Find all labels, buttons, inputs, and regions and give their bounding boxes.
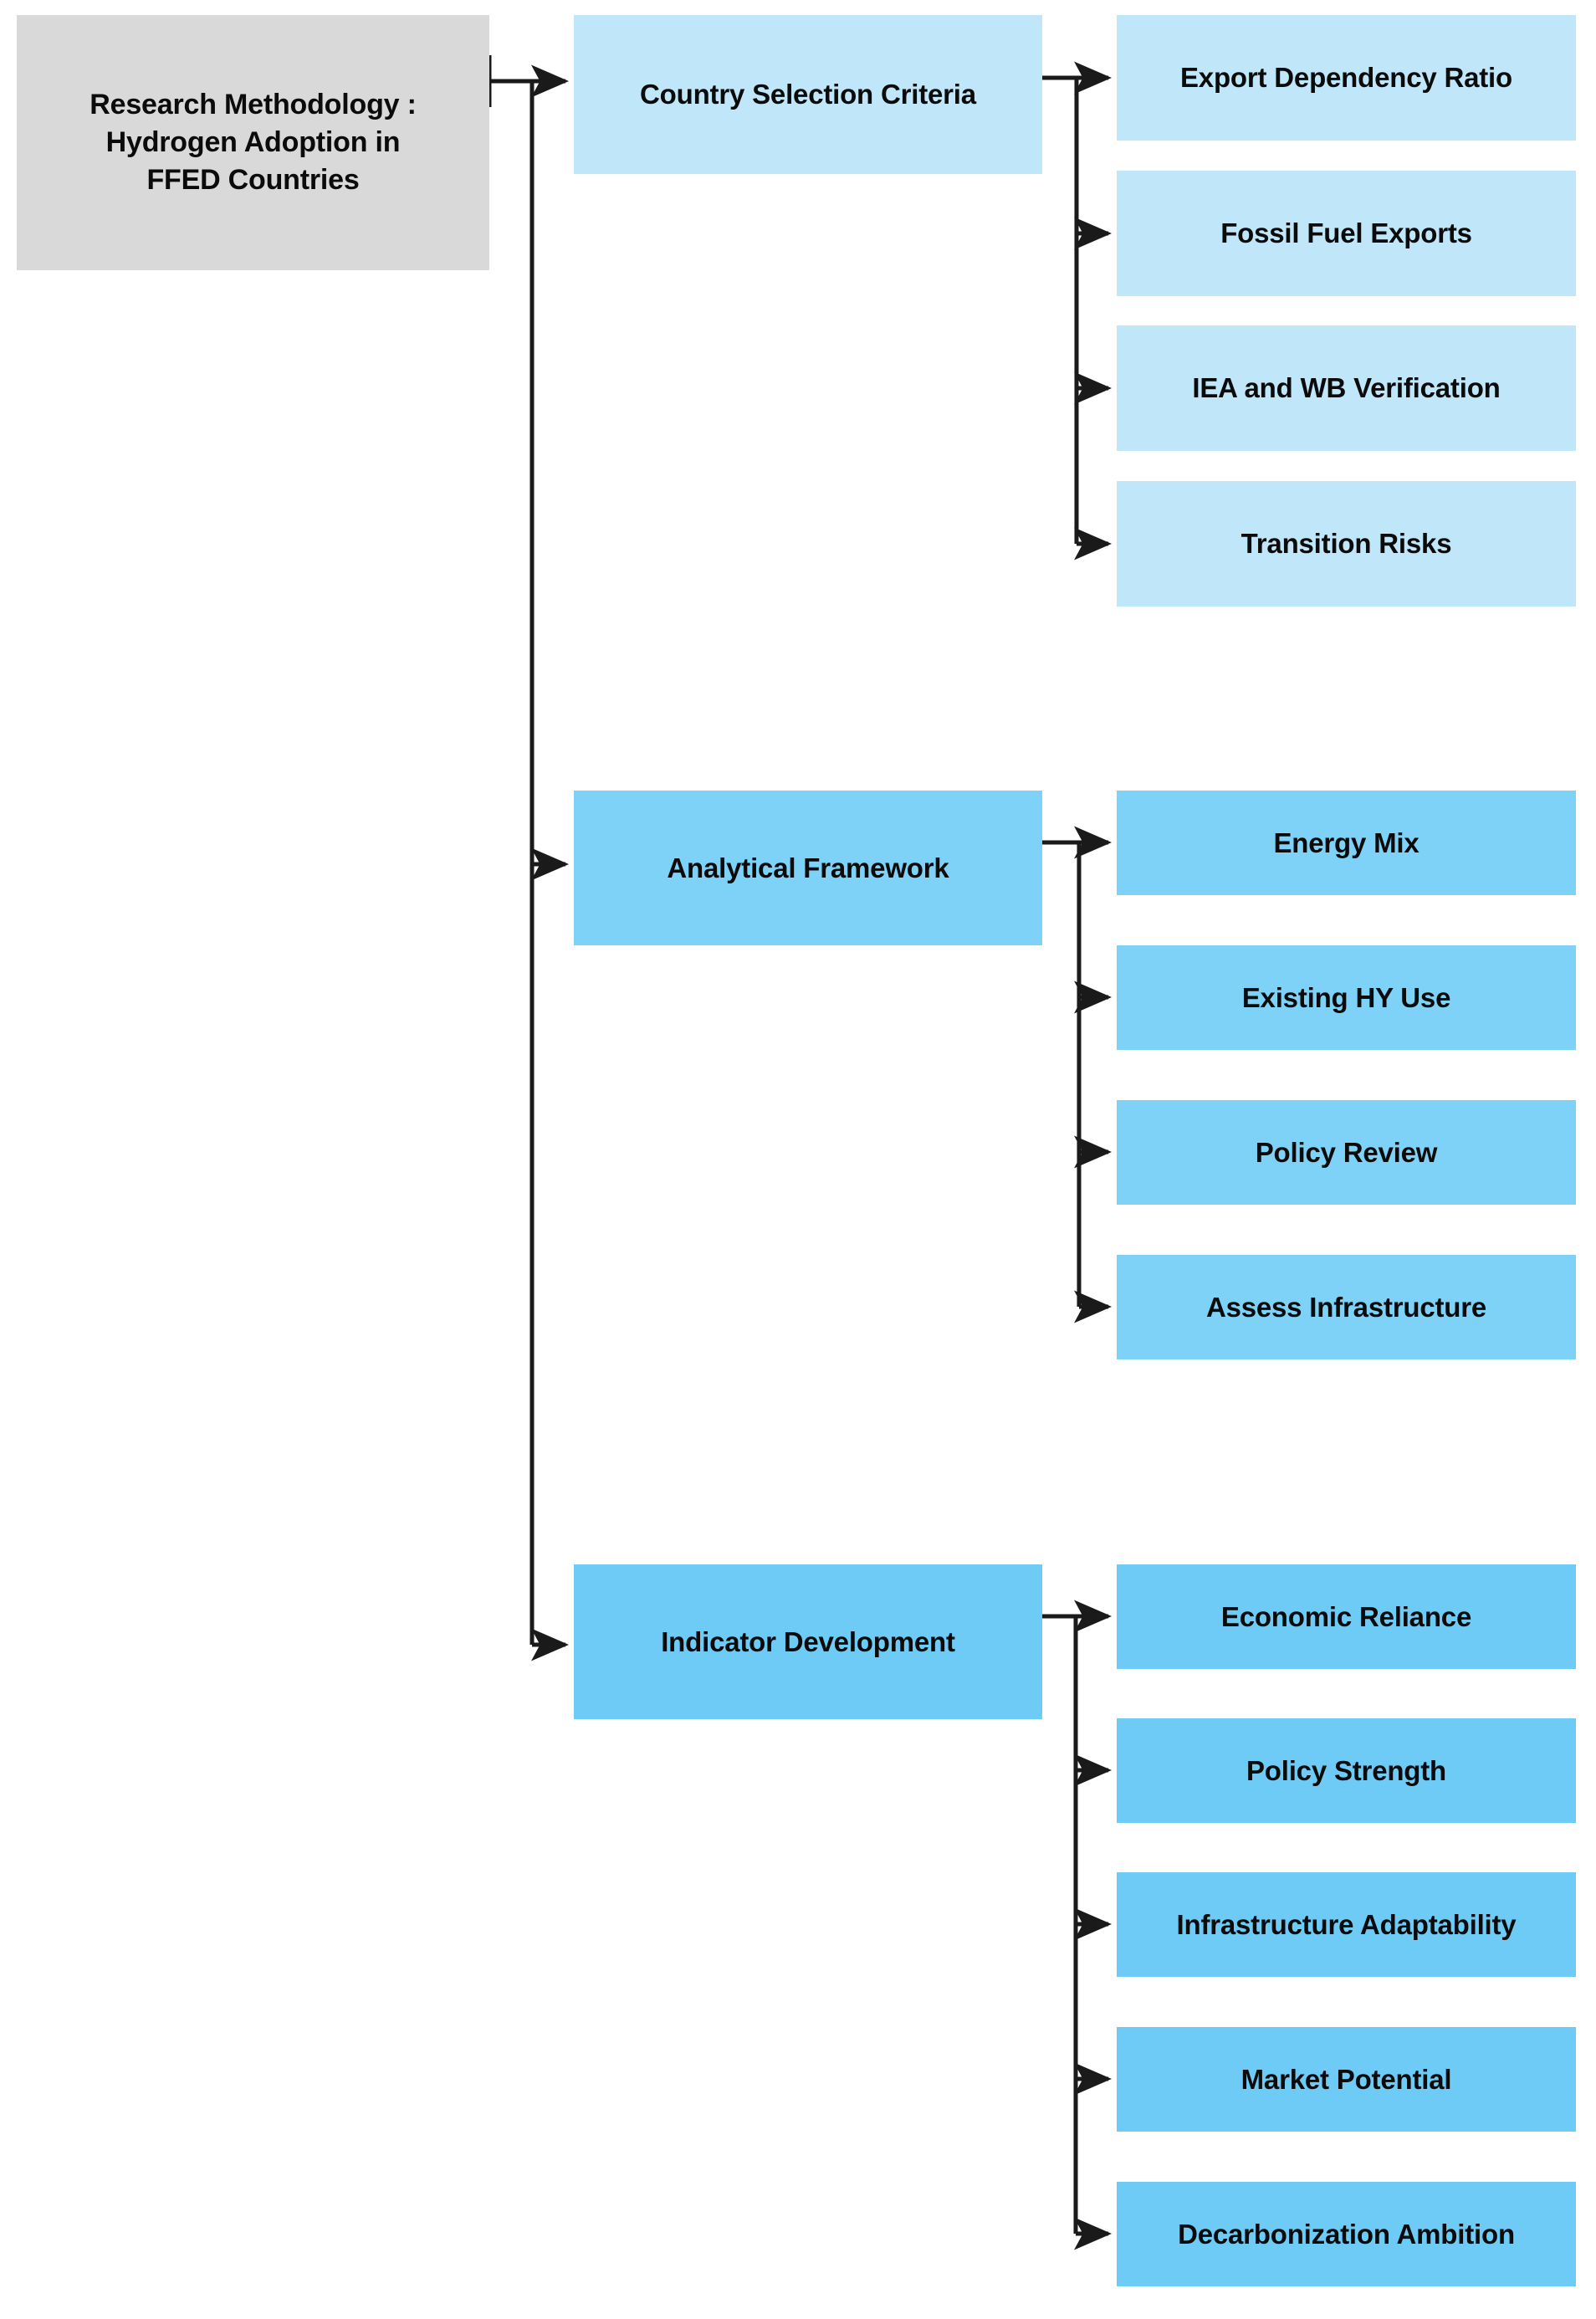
leaf-node-transition-risks[interactable]: Transition Risks [1117, 481, 1576, 607]
leaf-node-export-dependency-ratio[interactable]: Export Dependency Ratio [1117, 15, 1576, 141]
stage-node-label: Analytical Framework [667, 852, 949, 883]
root-node-research-methodology[interactable]: Research Methodology : Hydrogen Adoption… [17, 15, 489, 270]
leaf-node-iea-and-wb-verification[interactable]: IEA and WB Verification [1117, 325, 1576, 451]
leaf-node-policy-review[interactable]: Policy Review [1117, 1100, 1576, 1205]
leaf-node-label: Energy Mix [1273, 827, 1420, 858]
leaf-node-label: Economic Reliance [1220, 1600, 1472, 1632]
stage-node-indicator-development[interactable]: Indicator Development [574, 1564, 1042, 1719]
leaf-node-existing-hy-use[interactable]: Existing HY Use [1117, 945, 1576, 1050]
leaf-node-label: Decarbonization Ambition [1178, 2218, 1515, 2250]
leaf-node-infrastructure-adaptability[interactable]: Infrastructure Adaptability [1117, 1872, 1576, 1977]
leaf-node-label: Policy Strength [1246, 1754, 1447, 1786]
leaf-node-label: Assess Infrastructure [1205, 1291, 1487, 1323]
leaf-node-market-potential[interactable]: Market Potential [1117, 2027, 1576, 2132]
leaf-node-label: Infrastructure Adaptability [1176, 1908, 1517, 1940]
root-node-label: Research Methodology : Hydrogen Adoption… [90, 89, 417, 196]
leaf-node-policy-strength[interactable]: Policy Strength [1117, 1718, 1576, 1823]
leaf-node-label: Fossil Fuel Exports [1220, 218, 1472, 249]
stage-node-label: Indicator Development [661, 1625, 955, 1657]
leaf-node-label: Existing HY Use [1241, 981, 1451, 1013]
leaf-node-label: IEA and WB Verification [1192, 372, 1501, 404]
leaf-node-assess-infrastructure[interactable]: Assess Infrastructure [1117, 1255, 1576, 1359]
leaf-node-economic-reliance[interactable]: Economic Reliance [1117, 1564, 1576, 1669]
leaf-node-label: Transition Risks [1240, 528, 1452, 560]
leaf-node-label: Policy Review [1255, 1136, 1438, 1168]
leaf-node-label: Export Dependency Ratio [1180, 62, 1512, 94]
leaf-node-label: Market Potential [1240, 2063, 1452, 2095]
leaf-node-decarbonization-ambition[interactable]: Decarbonization Ambition [1117, 2182, 1576, 2286]
leaf-node-fossil-fuel-exports[interactable]: Fossil Fuel Exports [1117, 171, 1576, 296]
leaf-node-energy-mix[interactable]: Energy Mix [1117, 791, 1576, 895]
stage-node-country-selection-criteria[interactable]: Country Selection Criteria [574, 15, 1042, 174]
stage-node-label: Country Selection Criteria [640, 79, 976, 110]
stage-node-analytical-framework[interactable]: Analytical Framework [574, 791, 1042, 945]
